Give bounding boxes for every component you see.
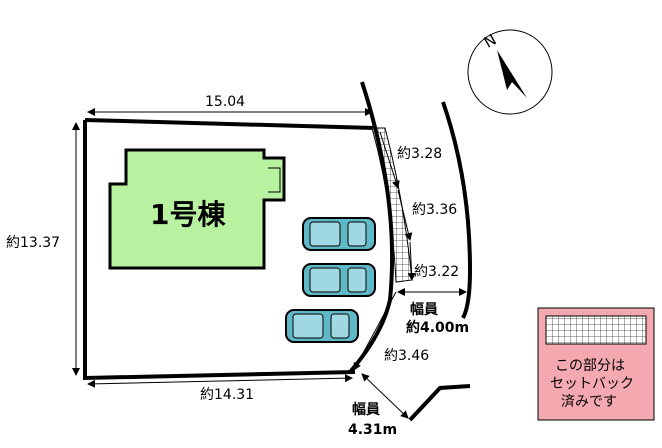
road-width-2-value: 4.31m	[348, 422, 397, 438]
dim-right-2: 約3.36	[412, 202, 457, 218]
dim-line-bottom	[87, 374, 353, 388]
car-2	[302, 263, 376, 297]
dim-line-right-1	[379, 131, 400, 189]
dim-line-corner	[353, 291, 397, 371]
dim-line-right-3	[407, 241, 416, 281]
setback-legend: この部分は セットバック 済みです	[537, 307, 655, 421]
road-edge-inner	[348, 81, 395, 374]
legend-line-3: 済みです	[561, 394, 617, 410]
dim-line-right-2	[397, 189, 413, 241]
legend-line-2: セットバック	[550, 376, 634, 392]
compass: N	[467, 29, 553, 115]
legend-line-1: この部分は	[555, 358, 625, 374]
dim-corner: 約3.46	[384, 348, 429, 364]
entrance-step	[268, 167, 281, 193]
legend-swatch	[545, 315, 647, 345]
building-label: 1号棟	[150, 198, 226, 231]
road-width-line-2	[361, 373, 409, 419]
dim-right-3: 約3.22	[414, 264, 459, 280]
road-edge-outer	[441, 101, 473, 319]
road-edge-bottom	[408, 384, 471, 422]
lot-boundary	[83, 118, 376, 381]
road-width-1-label: 幅員	[410, 301, 438, 318]
building-1	[108, 148, 286, 270]
road-width-2-label: 幅員	[352, 401, 380, 418]
dim-top: 15.04	[205, 94, 245, 110]
car-3	[285, 309, 359, 343]
dim-bottom: 約14.31	[200, 387, 254, 403]
dim-right-1: 約3.28	[397, 146, 442, 162]
car-1	[302, 217, 376, 251]
road-width-1-value: 約4.00m	[406, 319, 469, 336]
north-arrow-icon	[497, 50, 527, 98]
dim-left: 約13.37	[6, 235, 60, 251]
